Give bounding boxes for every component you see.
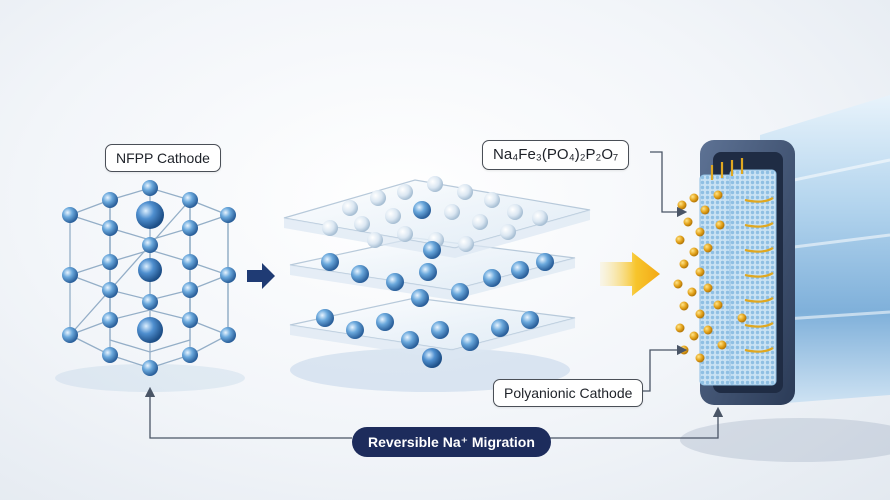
migration-loop-arrow bbox=[144, 386, 724, 439]
small-navy-arrow-icon bbox=[247, 263, 275, 289]
polyanionic-cathode-label: Polyanionic Cathode bbox=[493, 379, 644, 407]
migration-badge: Reversible Na⁺ Migration bbox=[352, 427, 551, 457]
formula-label: Na₄Fe₃(PO₄)₂P₂O₇ bbox=[482, 140, 630, 170]
nfpp-cathode-label: NFPP Cathode bbox=[105, 144, 221, 172]
battery-cell bbox=[673, 95, 890, 462]
yellow-arrow-icon bbox=[600, 252, 660, 296]
layered-structure bbox=[283, 176, 591, 392]
nfpp-crystal-lattice bbox=[55, 180, 245, 392]
